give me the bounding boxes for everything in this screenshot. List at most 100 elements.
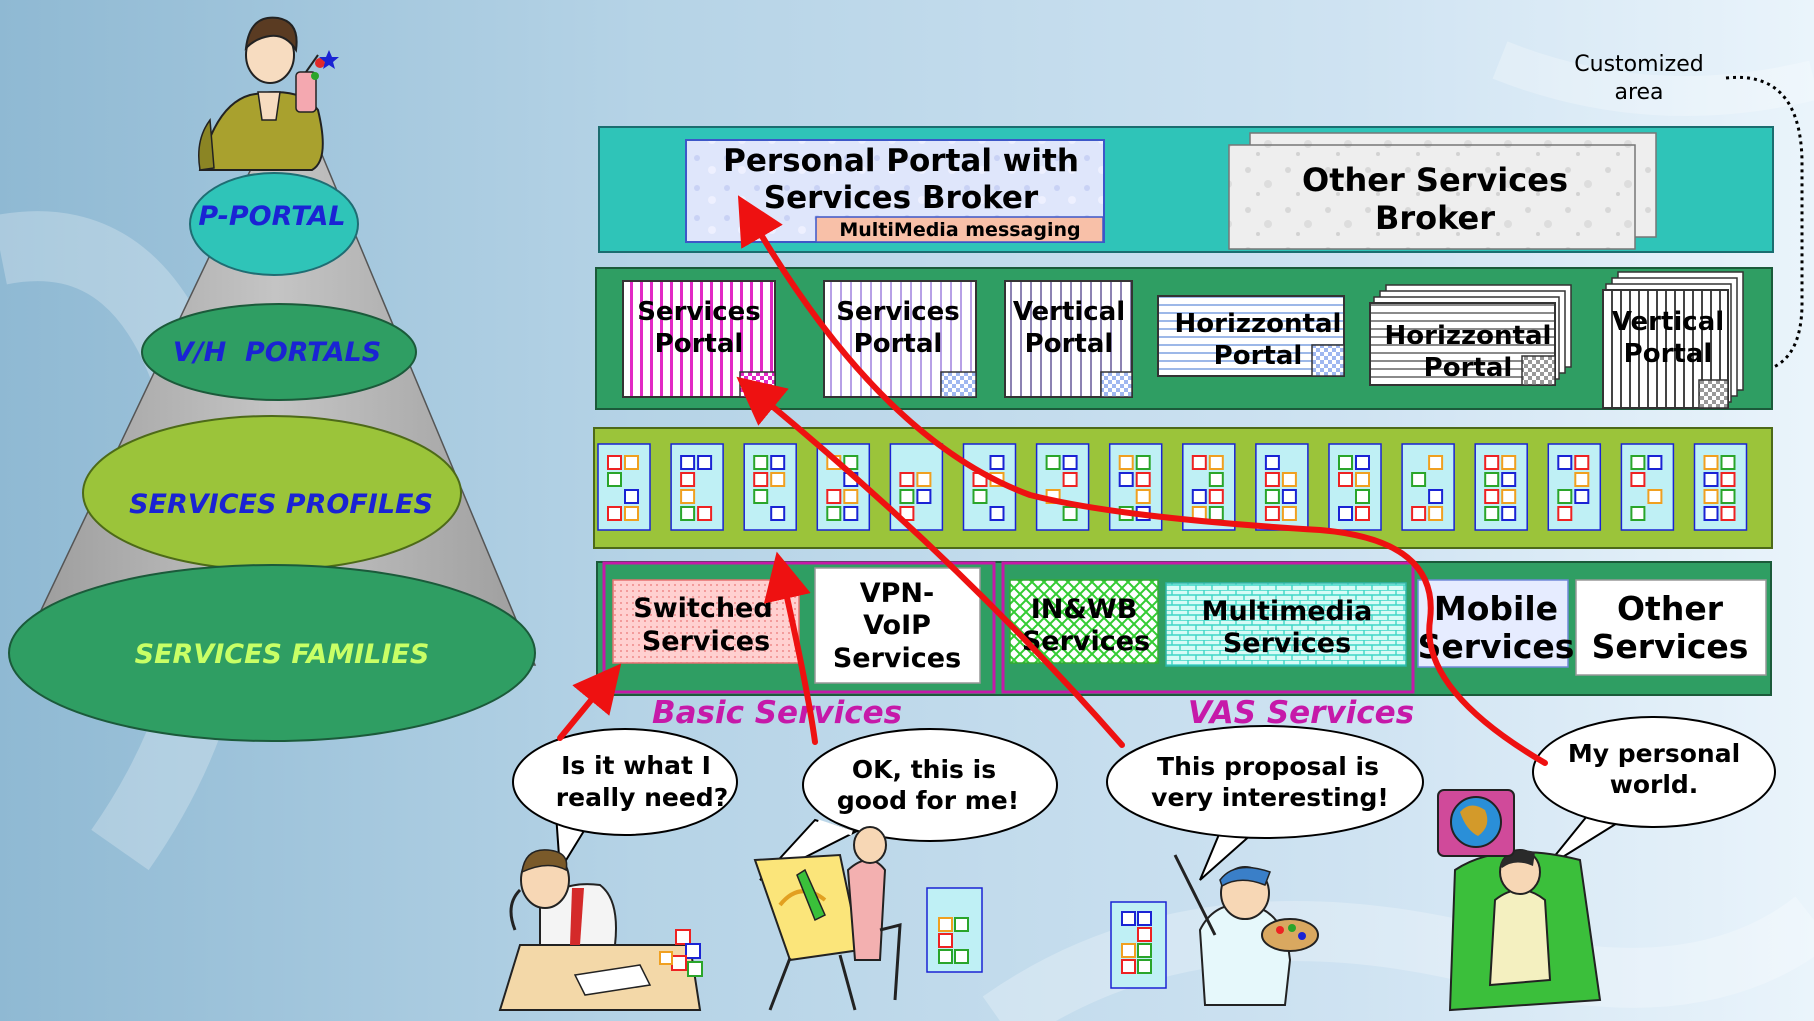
- profile-square: [1720, 455, 1736, 470]
- profile-square: [843, 489, 859, 504]
- profile-square: [680, 489, 696, 504]
- profile-square: [753, 489, 769, 504]
- profile-square: [1135, 489, 1151, 504]
- personal-portal-title-line1: Personal Portal with: [723, 143, 1079, 179]
- family-2-line3: Services: [833, 643, 961, 674]
- portal-horizontal-2-stack[interactable]: Horizzontal Portal: [1369, 284, 1572, 386]
- profile-square: [1062, 506, 1078, 521]
- profile-square: [1191, 489, 1207, 504]
- arrow-to-switched-services: [557, 663, 622, 741]
- customized-area-line2: area: [1614, 80, 1663, 105]
- family-other-services[interactable]: Other Services: [1575, 579, 1767, 676]
- profile-card[interactable]: [1474, 443, 1528, 531]
- profile-square: [680, 472, 696, 487]
- profile-square: [1281, 506, 1297, 521]
- profile-square: [1501, 455, 1517, 470]
- profile-card-held-1: [926, 887, 983, 973]
- artist-easel-clipart: [753, 826, 902, 1011]
- profile-cards: [597, 443, 1748, 531]
- arrow-to-profiles: [763, 551, 818, 745]
- family-2-line2: VoIP: [863, 610, 931, 641]
- portal-horizontal-1[interactable]: Horizzontal Portal: [1157, 295, 1345, 377]
- profile-card[interactable]: [1255, 443, 1309, 531]
- profile-square: [1574, 489, 1590, 504]
- bubble-2-line2: good for me!: [837, 786, 1019, 815]
- portal-services-1[interactable]: Services Portal: [622, 280, 776, 398]
- personal-portal-box[interactable]: Personal Portal with Services Broker Mul…: [685, 139, 1105, 243]
- profile-square: [680, 506, 696, 521]
- profile-square: [1338, 472, 1353, 487]
- portal-6-line1: Vertical: [1612, 307, 1724, 337]
- profile-square: [916, 489, 932, 504]
- speech-bubble-1: Is it what I really need?: [512, 728, 738, 874]
- profile-square: [1338, 506, 1353, 521]
- speech-bubble-4: My personal world.: [1532, 716, 1776, 869]
- profile-square: [1703, 472, 1719, 487]
- portal-vertical-1[interactable]: Vertical Portal: [1004, 280, 1133, 398]
- profile-square: [624, 489, 639, 504]
- profile-square: [826, 506, 842, 521]
- vas-services-label: VAS Services: [1188, 695, 1414, 731]
- ellipse-services-families: [8, 564, 536, 742]
- profile-card[interactable]: [1108, 443, 1163, 531]
- profile-square: [1720, 506, 1736, 521]
- portal-5-line2: Portal: [1424, 353, 1513, 383]
- portal-3-line1: Vertical: [1013, 297, 1125, 327]
- profile-square: [1045, 455, 1061, 470]
- profile-card[interactable]: [1328, 443, 1382, 531]
- profile-square: [1428, 506, 1444, 521]
- profile-square: [1062, 455, 1078, 470]
- profile-card[interactable]: [670, 443, 724, 531]
- family-5-line2: Services: [1418, 627, 1575, 666]
- globe-on-screen-icon: [1437, 789, 1515, 857]
- profile-square: [1208, 455, 1224, 470]
- profile-square: [1557, 489, 1573, 504]
- profile-card[interactable]: [597, 443, 651, 531]
- profile-square: [989, 506, 1005, 521]
- profile-card[interactable]: [1547, 443, 1602, 531]
- basic-services-label: Basic Services: [652, 695, 902, 731]
- profile-card[interactable]: [1693, 443, 1748, 531]
- family-vpn-voip-services[interactable]: VPN- VoIP Services: [814, 567, 981, 684]
- portal-4-line1: Horizzontal: [1175, 309, 1342, 339]
- profile-square: [1062, 472, 1078, 487]
- portal-1-line2: Portal: [655, 329, 744, 359]
- profile-square: [753, 455, 769, 470]
- profile-card[interactable]: [1620, 443, 1675, 531]
- profile-square: [1501, 506, 1517, 521]
- arrow-to-services-portal: [736, 376, 1125, 748]
- services-pyramid: P-PORTAL V/H PORTALS SERVICES PROFILES S…: [8, 16, 537, 742]
- family-switched-services[interactable]: Switched Services: [612, 579, 800, 664]
- profile-card[interactable]: [743, 443, 797, 531]
- portal-2-line1: Services: [836, 297, 960, 327]
- profile-card[interactable]: [1401, 443, 1455, 531]
- multimedia-messaging-box[interactable]: [815, 216, 1104, 243]
- portal-vertical-2-stack[interactable]: Vertical Portal: [1602, 271, 1744, 409]
- profile-square: [1281, 472, 1297, 487]
- pyramid-label-vh-portals: V/H PORTALS: [173, 337, 381, 368]
- other-services-broker-box[interactable]: Other Services Broker: [1228, 132, 1657, 250]
- bubble-1-line1: Is it what I: [561, 751, 711, 780]
- portal-2-line2: Portal: [854, 329, 943, 359]
- speech-bubble-3: This proposal is very interesting!: [1106, 725, 1424, 881]
- other-broker-line2: Broker: [1375, 199, 1495, 237]
- profile-square: [753, 472, 769, 487]
- bubble-4-line2: world.: [1610, 770, 1699, 799]
- profile-square: [1484, 506, 1500, 521]
- bubble-3-line1: This proposal is: [1157, 752, 1379, 781]
- portal-services-2[interactable]: Services Portal: [823, 280, 977, 398]
- family-1-line2: Services: [642, 626, 770, 657]
- family-4-line1: Multimedia: [1202, 596, 1373, 627]
- profile-card[interactable]: [1035, 443, 1090, 531]
- profile-card[interactable]: [816, 443, 871, 531]
- portal-3-line2: Portal: [1025, 329, 1114, 359]
- profile-square: [1703, 455, 1719, 470]
- profile-square: [1484, 455, 1500, 470]
- family-6-line2: Services: [1592, 627, 1749, 666]
- profile-square: [1647, 489, 1663, 504]
- family-mobile-services[interactable]: Mobile Services: [1417, 579, 1575, 668]
- profile-square: [989, 455, 1005, 470]
- family-multimedia-services[interactable]: Multimedia Services: [1165, 582, 1407, 667]
- profile-square: [1355, 455, 1370, 470]
